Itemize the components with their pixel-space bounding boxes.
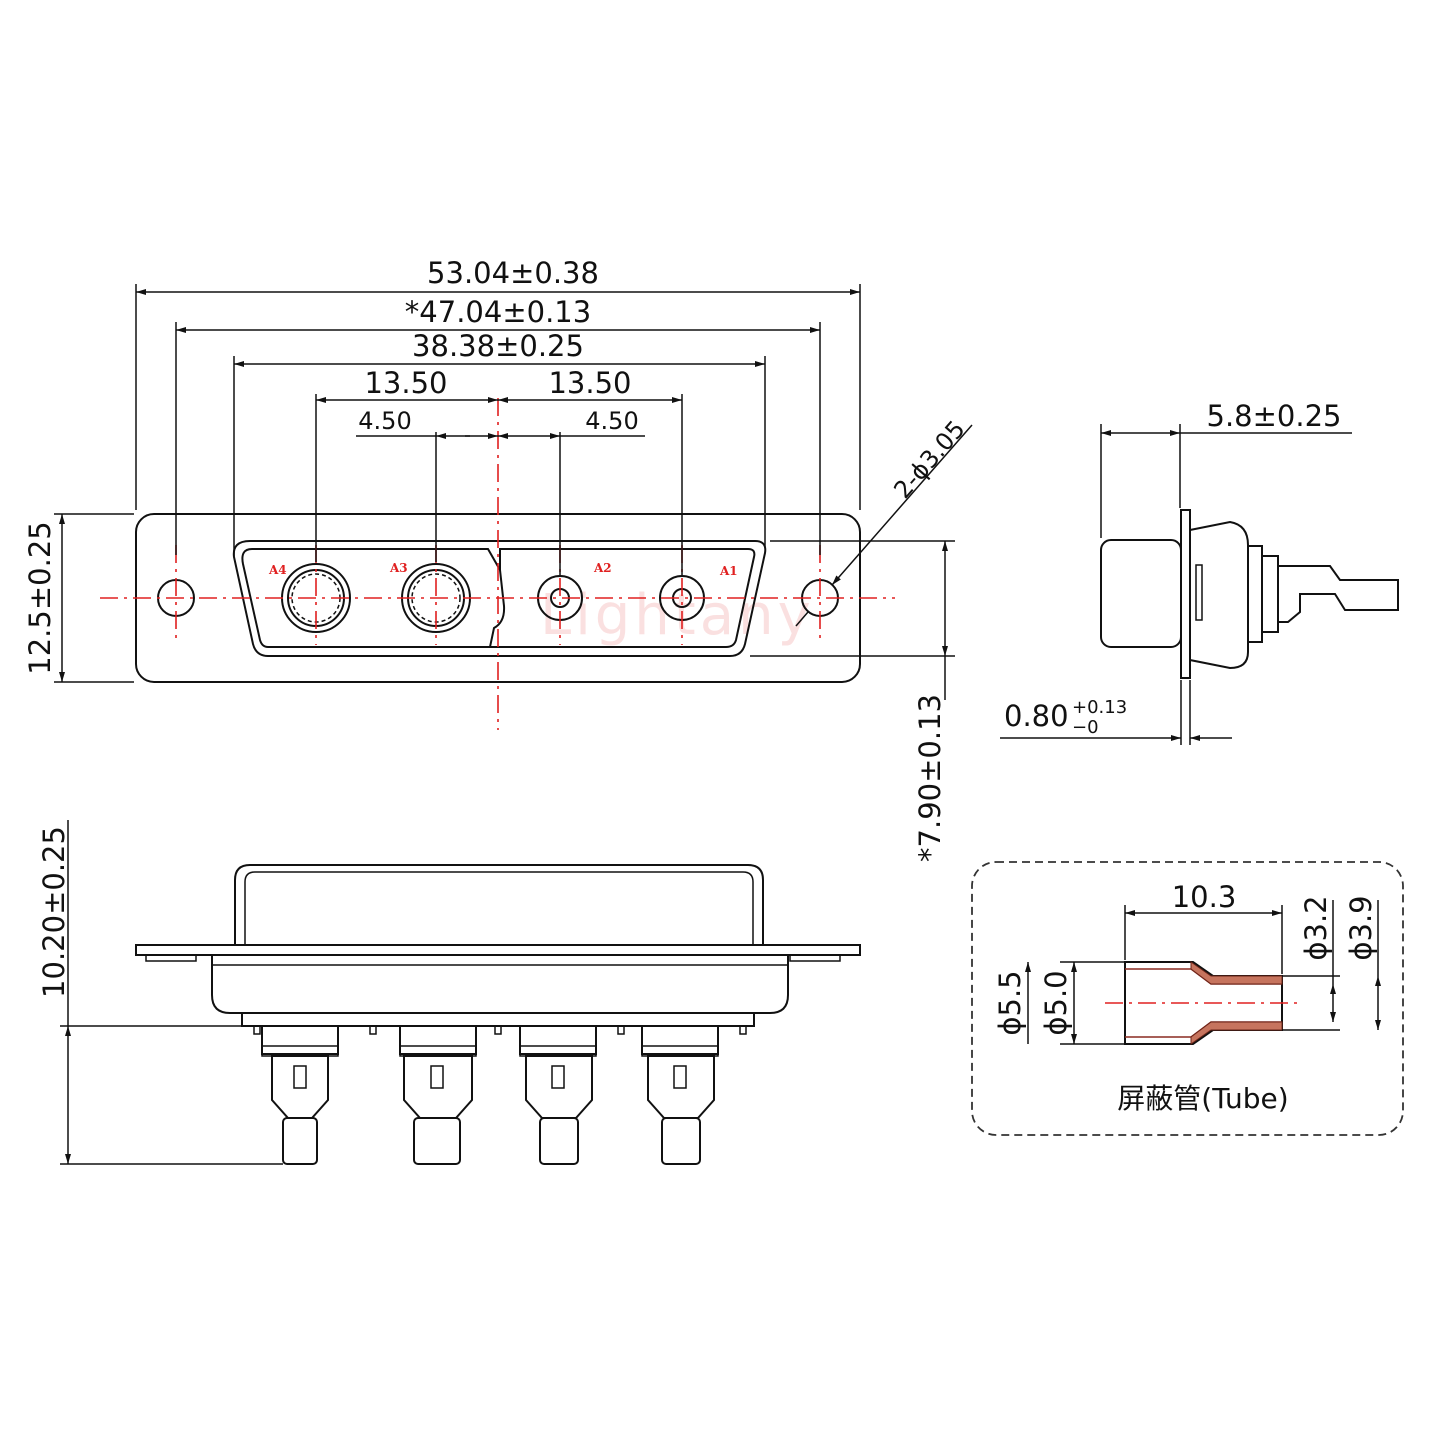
bottom-rear-body bbox=[211, 955, 789, 1014]
stud-4 bbox=[617, 1025, 625, 1035]
dim-shell-height: *7.90±0.13 bbox=[913, 694, 947, 862]
pin-label-a1: A1 bbox=[719, 564, 738, 578]
leader-mount-hole-tail bbox=[795, 611, 809, 627]
dim-side-depth: 5.8±0.25 bbox=[1207, 399, 1342, 433]
side-view: 5.8±0.25 0.80 +0.13 −0 bbox=[1000, 399, 1399, 745]
tube-shield-braid bbox=[1190, 961, 1283, 1045]
dim-tube-length: 10.3 bbox=[1172, 880, 1237, 914]
terminal-1 bbox=[261, 1025, 339, 1165]
dim-mount-hole-dia: 2-ϕ3.05 bbox=[888, 415, 970, 504]
terminal-3 bbox=[519, 1025, 597, 1165]
bottom-shell-inner bbox=[244, 871, 754, 945]
leader-mount-hole bbox=[831, 424, 973, 586]
shell-inner bbox=[241, 548, 506, 648]
stud-2 bbox=[369, 1025, 377, 1035]
bottom-flange bbox=[135, 944, 861, 956]
dim-mount-hole-spacing: *47.04±0.13 bbox=[405, 295, 591, 329]
shell-inner-right bbox=[490, 548, 756, 648]
tube-detail-frame bbox=[971, 861, 1404, 1136]
side-shell-body bbox=[1100, 539, 1182, 648]
stud-5 bbox=[739, 1025, 747, 1035]
dim-flange-height: 12.5±0.25 bbox=[23, 521, 57, 674]
dim-overall-width: 53.04±0.38 bbox=[427, 256, 599, 290]
side-rear-collar2 bbox=[1261, 555, 1279, 633]
pin-label-a3: A3 bbox=[389, 561, 408, 575]
side-slot bbox=[1195, 564, 1203, 621]
side-rear-body bbox=[1189, 520, 1249, 670]
stud-1 bbox=[253, 1025, 261, 1035]
side-rear-collar bbox=[1247, 545, 1263, 643]
front-view: Lightany A4 A bbox=[23, 256, 973, 862]
dim-outer-large: ϕ5.5 bbox=[993, 970, 1027, 1035]
side-flange bbox=[1180, 509, 1191, 679]
dim-flange-thickness-tol-lower: −0 bbox=[1072, 717, 1099, 738]
dim-outer-small: ϕ3.9 bbox=[1344, 895, 1378, 960]
dim-offset-right: 4.50 bbox=[585, 407, 638, 435]
dim-shell-width: 38.38±0.25 bbox=[412, 329, 584, 363]
bottom-flange-tab-left bbox=[145, 954, 197, 962]
extension-lines bbox=[54, 284, 955, 683]
pin-label-a4: A4 bbox=[268, 563, 287, 577]
tube-label: 屏蔽管(Tube) bbox=[1117, 1082, 1288, 1115]
dim-bottom-height: 10.20±0.25 bbox=[37, 826, 71, 998]
dim-flange-thickness: 0.80 bbox=[1004, 699, 1069, 733]
bottom-flange-tab-right bbox=[789, 954, 841, 962]
dim-pitch-left: 13.50 bbox=[364, 366, 447, 400]
dim-inner-small: ϕ3.2 bbox=[1299, 895, 1333, 960]
dim-flange-thickness-tol-upper: +0.13 bbox=[1072, 697, 1127, 718]
stud-3 bbox=[494, 1025, 502, 1035]
dim-offset-left: 4.50 bbox=[358, 407, 411, 435]
bottom-view: 10.20±0.25 bbox=[37, 820, 861, 1165]
dim-pitch-right: 13.50 bbox=[548, 366, 631, 400]
tube-detail: 10.3 ϕ5.5 ϕ5.0 ϕ3.2 ϕ3.9 屏蔽管(Tube) bbox=[971, 861, 1404, 1136]
dim-inner-large: ϕ5.0 bbox=[1039, 970, 1073, 1035]
terminal-2 bbox=[399, 1025, 477, 1165]
bottom-insert bbox=[241, 1012, 755, 1027]
side-terminal bbox=[1277, 565, 1399, 623]
pin-label-a2: A2 bbox=[593, 561, 612, 575]
watermark: Lightany bbox=[540, 583, 815, 648]
bottom-shell-top bbox=[234, 864, 764, 945]
terminal-4 bbox=[641, 1025, 719, 1165]
